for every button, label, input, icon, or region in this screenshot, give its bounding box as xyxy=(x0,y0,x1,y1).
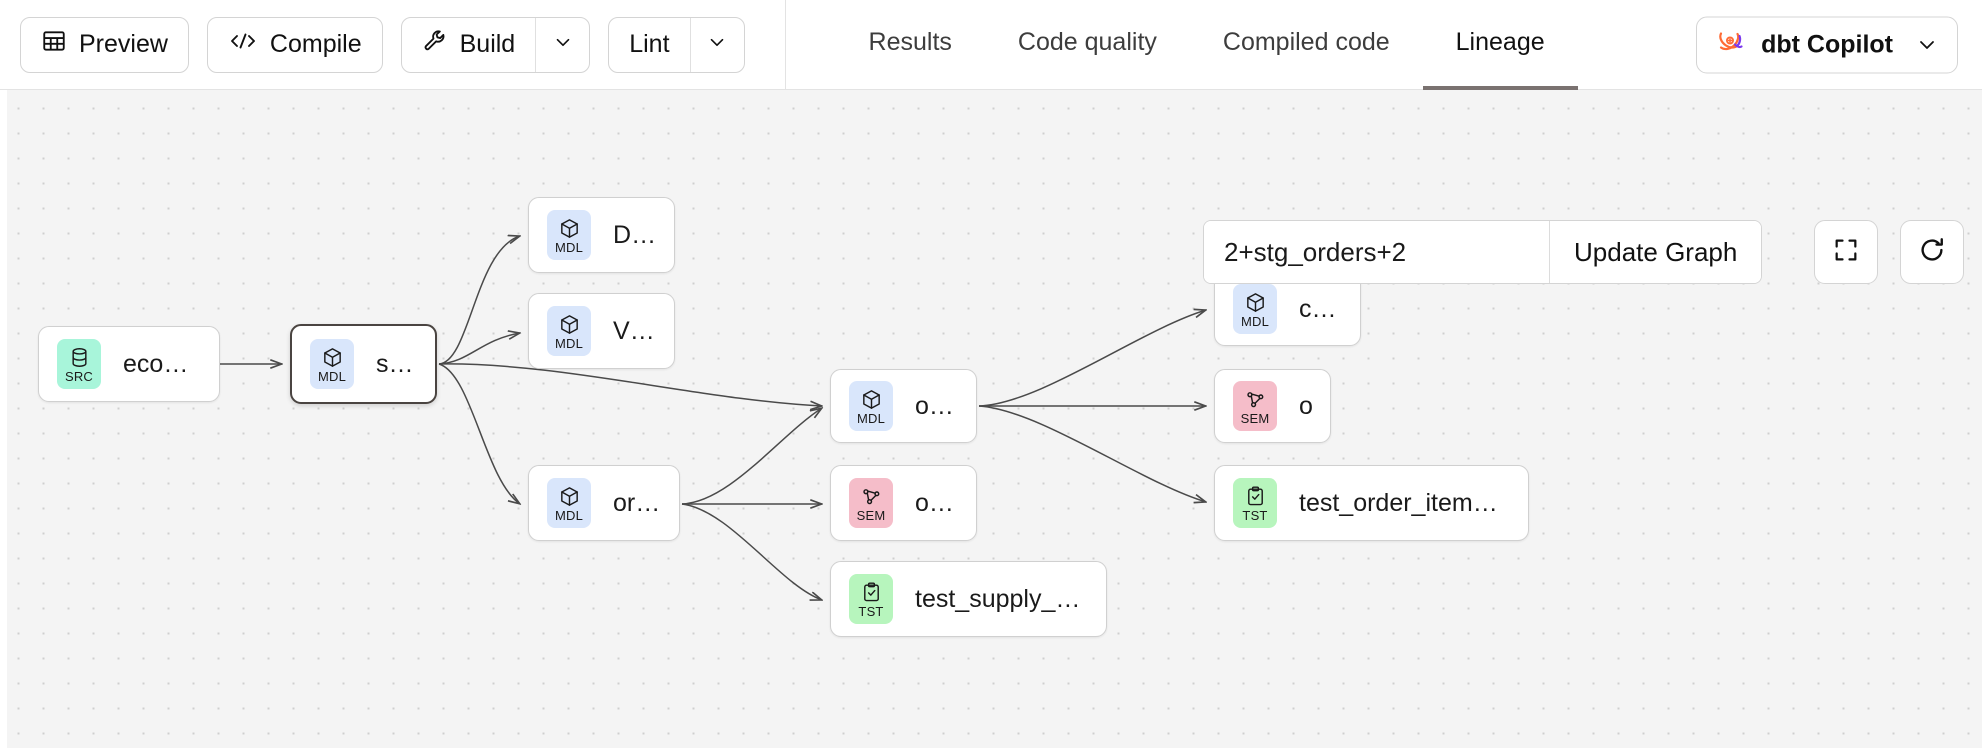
fullscreen-icon xyxy=(1832,236,1860,269)
dbt-copilot-label: dbt Copilot xyxy=(1761,30,1893,59)
lineage-node-test-supply-costs[interactable]: TST test_supply_costs_sum_correctly xyxy=(830,561,1107,637)
dbt-copilot-icon xyxy=(1715,25,1747,64)
chevron-down-icon xyxy=(552,31,574,58)
node-type-badge-mdl: MDL xyxy=(547,306,591,356)
refresh-graph-button[interactable] xyxy=(1900,220,1964,284)
preview-button-label: Preview xyxy=(79,30,168,59)
lint-button[interactable]: Lint xyxy=(609,18,689,72)
node-type-badge-mdl: MDL xyxy=(849,381,893,431)
cube-icon xyxy=(558,485,581,508)
lineage-canvas[interactable]: Update Graph xyxy=(0,90,1982,748)
node-label: orders xyxy=(1299,392,1312,421)
refresh-icon xyxy=(1917,235,1947,270)
lint-button-label: Lint xyxy=(629,30,669,59)
build-button[interactable]: Build xyxy=(402,18,536,72)
chevron-down-icon xyxy=(706,31,728,58)
lineage-selector-input[interactable] xyxy=(1204,221,1549,283)
node-type-badge-mdl: MDL xyxy=(547,478,591,528)
node-label: test_order_items_compute_to_bools_c… xyxy=(1299,489,1510,518)
node-label: ecom.raw_orders xyxy=(123,350,201,379)
node-type-badge-tst: TST xyxy=(849,574,893,624)
tab-compiled-code[interactable]: Compiled code xyxy=(1190,0,1423,90)
node-label: order_items xyxy=(613,489,661,518)
node-type-label: MDL xyxy=(555,509,583,522)
code-icon xyxy=(228,29,258,60)
node-type-label: MDL xyxy=(555,241,583,254)
lint-button-group: Lint xyxy=(608,17,744,73)
lineage-edges xyxy=(0,90,1982,748)
fit-to-screen-button[interactable] xyxy=(1814,220,1878,284)
node-type-label: SRC xyxy=(65,370,93,383)
lineage-node-stg-orders[interactable]: MDL stg_orders xyxy=(290,324,437,404)
table-icon xyxy=(41,28,67,61)
node-type-label: SEM xyxy=(857,509,886,522)
update-graph-button[interactable]: Update Graph xyxy=(1549,221,1761,283)
node-type-badge-tst: TST xyxy=(1233,478,1277,528)
tab-code-quality[interactable]: Code quality xyxy=(985,0,1190,90)
wrench-icon xyxy=(422,28,448,61)
compile-button-label: Compile xyxy=(270,30,362,59)
chevron-down-icon xyxy=(1915,33,1939,57)
build-button-group: Build xyxy=(401,17,591,73)
lineage-node-test-order-items[interactable]: TST test_order_items_compute_to_bools_c… xyxy=(1214,465,1529,541)
cube-icon xyxy=(558,313,581,336)
node-type-label: MDL xyxy=(857,412,885,425)
lineage-node-order-item-sem[interactable]: SEM order_item xyxy=(830,465,977,541)
node-label: customers xyxy=(1299,295,1342,324)
database-icon xyxy=(68,346,91,369)
canvas-left-gutter xyxy=(0,90,7,748)
node-type-badge-sem: SEM xyxy=(1233,381,1277,431)
node-label: test_supply_costs_sum_correctly xyxy=(915,585,1088,614)
lineage-node-demo[interactable]: MDL Demo xyxy=(528,197,675,273)
node-type-badge-src: SRC xyxy=(57,339,101,389)
node-type-label: TST xyxy=(1242,509,1267,522)
cube-icon xyxy=(558,217,581,240)
graph-icon-buttons xyxy=(1814,220,1964,284)
clipboard-check-icon xyxy=(860,581,883,604)
lineage-node-ecom-raw-orders[interactable]: SRC ecom.raw_orders xyxy=(38,326,220,402)
preview-button[interactable]: Preview xyxy=(20,17,189,73)
cube-icon xyxy=(860,388,883,411)
editor-toolbar: Preview Compile Build xyxy=(0,0,786,89)
cube-icon xyxy=(321,346,344,369)
clipboard-check-icon xyxy=(1244,485,1267,508)
node-type-badge-mdl: MDL xyxy=(310,339,354,389)
copilot-container: dbt Copilot xyxy=(1696,16,1958,73)
lineage-node-orders-sem[interactable]: SEM orders xyxy=(1214,369,1331,443)
node-type-badge-mdl: MDL xyxy=(547,210,591,260)
node-type-badge-mdl: MDL xyxy=(1233,284,1277,334)
toolbar-divider xyxy=(785,0,786,90)
node-type-label: MDL xyxy=(318,370,346,383)
tab-lineage[interactable]: Lineage xyxy=(1423,0,1578,90)
build-button-label: Build xyxy=(460,30,516,59)
graph-controls: Update Graph xyxy=(1203,220,1964,284)
lint-dropdown-toggle[interactable] xyxy=(690,18,744,72)
build-dropdown-toggle[interactable] xyxy=(535,18,589,72)
lineage-node-order-items[interactable]: MDL order_items xyxy=(528,465,680,541)
semantic-icon xyxy=(860,485,883,508)
node-label: Demo xyxy=(613,221,656,250)
compile-button[interactable]: Compile xyxy=(207,17,383,73)
lineage-node-ve-demo[interactable]: MDL VE_Demo xyxy=(528,293,675,369)
app-header: Preview Compile Build xyxy=(0,0,1982,90)
node-label: orders xyxy=(915,392,958,421)
node-label: stg_orders xyxy=(376,350,417,379)
node-label: order_item xyxy=(915,489,958,518)
semantic-icon xyxy=(1244,388,1267,411)
node-label: VE_Demo xyxy=(613,317,656,346)
panel-tabs: Results Code quality Compiled code Linea… xyxy=(836,0,1578,90)
node-type-label: MDL xyxy=(1241,315,1269,328)
node-type-label: SEM xyxy=(1241,412,1270,425)
cube-icon xyxy=(1244,291,1267,314)
selector-box: Update Graph xyxy=(1203,220,1762,284)
lineage-node-orders-mdl[interactable]: MDL orders xyxy=(830,369,977,443)
tab-results[interactable]: Results xyxy=(836,0,985,90)
node-type-label: TST xyxy=(858,605,883,618)
dbt-copilot-button[interactable]: dbt Copilot xyxy=(1696,16,1958,73)
node-type-label: MDL xyxy=(555,337,583,350)
node-type-badge-sem: SEM xyxy=(849,478,893,528)
